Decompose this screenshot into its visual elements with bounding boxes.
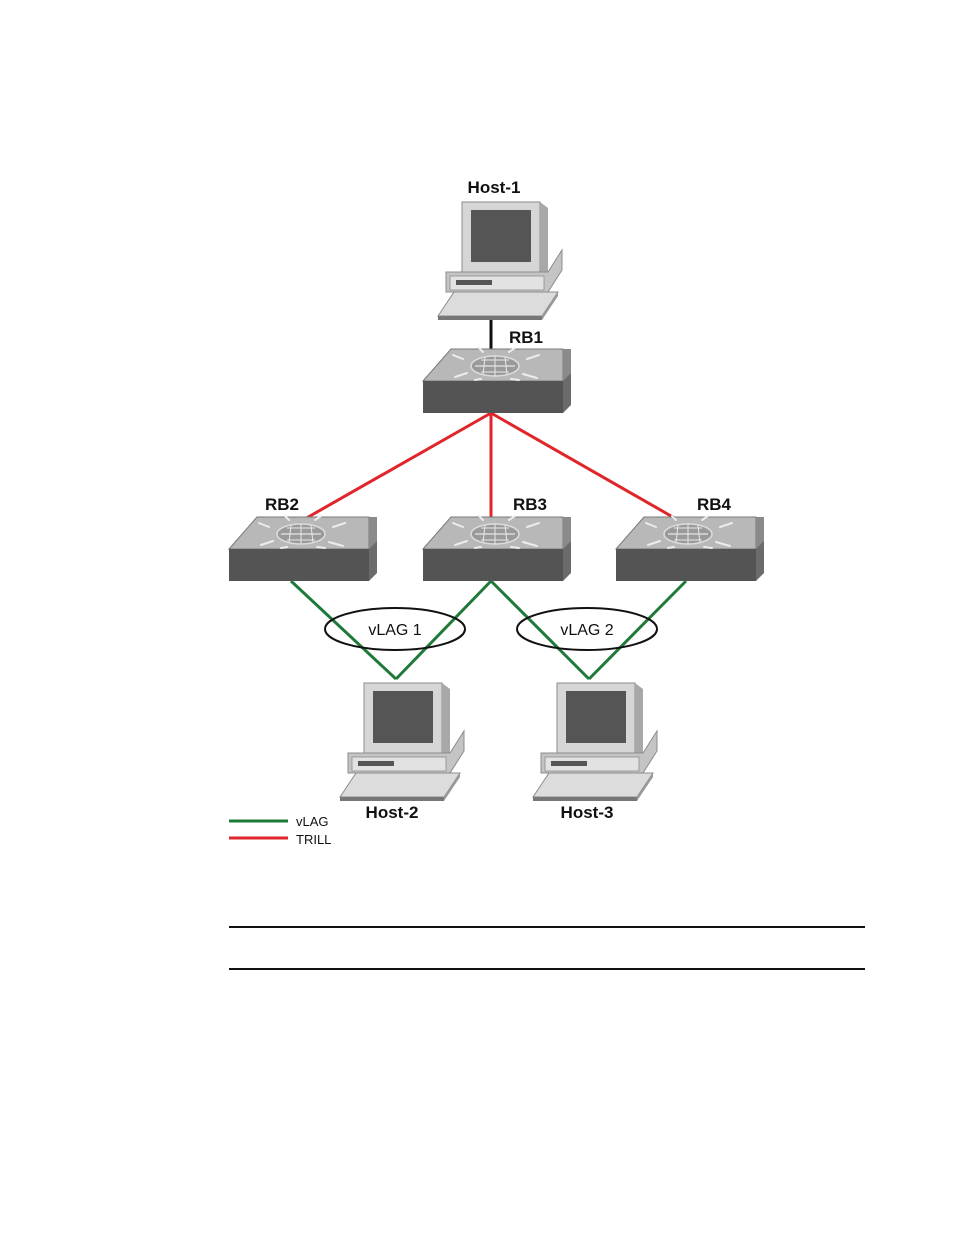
rb4-node: RB4 [616, 495, 764, 581]
rb1-node: RB1 [423, 328, 571, 413]
rb2-label: RB2 [265, 495, 299, 514]
host-1-node: Host-1 [438, 178, 562, 320]
rb3-node: RB3 [423, 495, 571, 581]
host-3-node: Host-3 [533, 683, 657, 822]
rb3-label: RB3 [513, 495, 547, 514]
vlag-1-label: vLAG 1 [368, 622, 421, 639]
rb2-node: RB2 [229, 495, 377, 581]
vlag-2-label: vLAG 2 [560, 622, 613, 639]
switch-icon [423, 516, 571, 581]
switch-icon [616, 516, 764, 581]
rb1-label: RB1 [509, 328, 543, 347]
host-2-node: Host-2 [340, 683, 464, 822]
switch-icon [229, 516, 377, 581]
divider-top [229, 926, 865, 928]
host-2-label: Host-2 [366, 803, 419, 822]
legend: vLAG TRILL [229, 814, 331, 847]
host-1-label: Host-1 [468, 178, 521, 197]
legend-trill-label: TRILL [296, 832, 331, 847]
link-rb1-rb2 [303, 413, 491, 520]
legend-vlag-label: vLAG [296, 814, 329, 829]
workstation-icon [438, 202, 562, 320]
host-3-label: Host-3 [561, 803, 614, 822]
divider-bottom [229, 968, 865, 970]
rb4-label: RB4 [697, 495, 732, 514]
switch-icon [423, 348, 571, 413]
workstation-icon [533, 683, 657, 801]
workstation-icon [340, 683, 464, 801]
